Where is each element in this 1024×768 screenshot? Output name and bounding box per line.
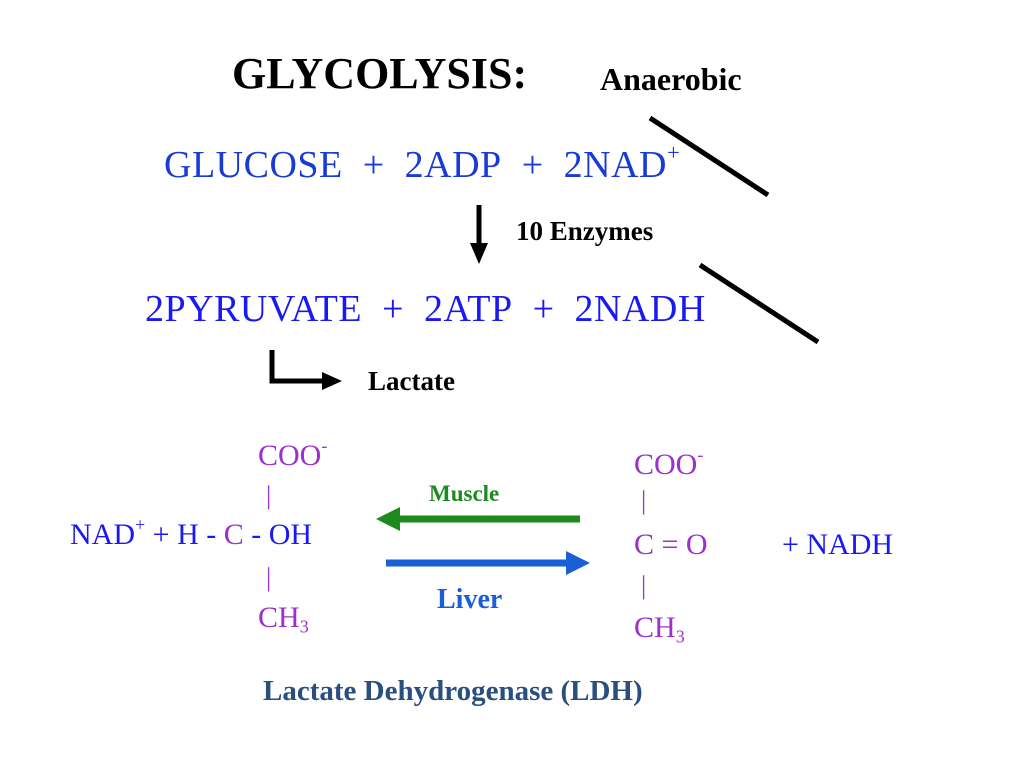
title: GLYCOLYSIS: — [232, 49, 528, 98]
lactate-methyl: CH3 — [258, 601, 309, 637]
nad-plus-label: NAD — [70, 518, 135, 551]
plus-sign: + — [521, 144, 544, 186]
lactate-arrow-head — [322, 372, 342, 390]
lactate-bond-top: | — [266, 481, 272, 510]
nad-charge: + — [666, 139, 681, 165]
nadh-strikethrough-line — [698, 262, 820, 345]
lactate-bond-bottom: | — [266, 563, 272, 592]
plus-sign: + — [362, 144, 385, 186]
adp-label: 2ADP — [404, 144, 502, 186]
title-subtitle: Anaerobic — [600, 61, 742, 97]
pyruvate-carbonyl: C = O — [634, 528, 708, 561]
nad-strikethrough-line — [648, 115, 770, 198]
muscle-label: Muscle — [429, 481, 500, 506]
ldh-label: Lactate Dehydrogenase (LDH) — [263, 675, 643, 707]
products-equation: 2PYRUVATE + 2ATP + 2NADH — [145, 290, 706, 328]
lactate-label: Lactate — [368, 366, 455, 396]
liver-arrow-head — [566, 551, 590, 575]
lactate-central-carbon-row: NAD+ + H - C - OH — [70, 514, 313, 551]
nad-label: 2NAD — [563, 144, 667, 186]
glucose-label: GLUCOSE — [164, 144, 343, 186]
atp-label: 2ATP — [424, 288, 513, 330]
enzymes-label: 10 Enzymes — [516, 216, 654, 246]
lactate-carbon: C — [223, 518, 244, 551]
pyruvate-methyl: CH3 — [634, 611, 685, 647]
lactate-oh: - OH — [243, 518, 313, 551]
plus-sign: + — [532, 288, 555, 330]
pyruvate-carboxylate: COO- — [634, 444, 704, 481]
muscle-arrow-head — [376, 507, 400, 531]
liver-label: Liver — [437, 584, 503, 615]
lactate-arrow-shaft — [269, 350, 325, 384]
lactate-carboxylate: COO- — [258, 435, 328, 472]
reactants-equation: GLUCOSE + 2ADP + 2NAD+ — [164, 141, 680, 186]
lactate-h: + H - — [152, 518, 224, 551]
pyruvate-bond-top: | — [641, 486, 647, 515]
nadh-label: + NADH — [782, 528, 894, 561]
pyruvate-label: 2PYRUVATE — [145, 288, 363, 330]
pyruvate-bond-bottom: | — [641, 571, 647, 600]
plus-sign: + — [382, 288, 404, 330]
down-arrow-head — [470, 243, 488, 264]
nadh-label: 2NADH — [574, 288, 706, 330]
